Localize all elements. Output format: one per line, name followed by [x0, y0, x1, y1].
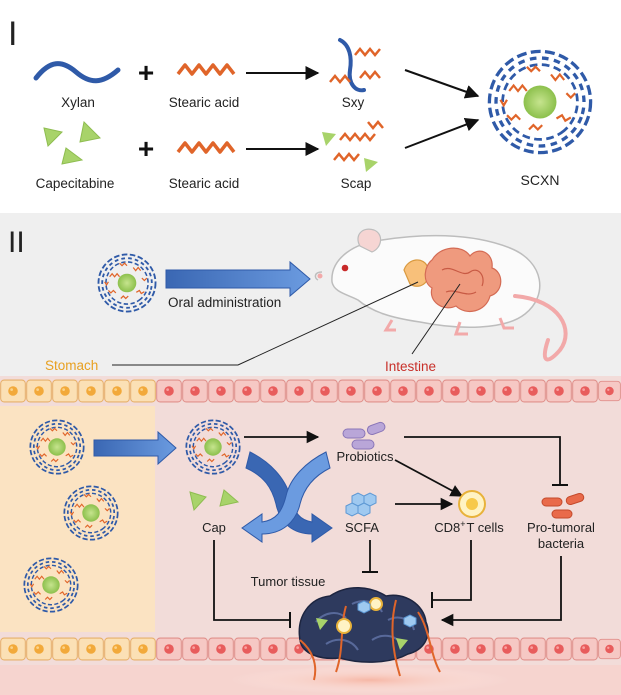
- stearic-acid-label-bottom: Stearic acid: [169, 176, 240, 191]
- pro-tumoral-label-line1: Pro-tumoral: [527, 520, 595, 535]
- sxy-icon: [329, 38, 381, 93]
- transfer-arrow: [93, 430, 177, 466]
- pro-tumoral-label-line2: bacteria: [538, 536, 585, 551]
- probiotics-label: Probiotics: [336, 449, 394, 464]
- xylan-icon: [33, 61, 121, 84]
- scap-label: Scap: [341, 176, 372, 191]
- pro-tumoral-bacteria-icon: [541, 492, 585, 519]
- sxy-label: Sxy: [342, 95, 365, 110]
- intestine-label: Intestine: [385, 359, 436, 374]
- intestine-organ-icon: [424, 247, 502, 313]
- plus-sign-top: +: [138, 57, 154, 88]
- cap-label: Cap: [202, 520, 226, 535]
- stearic-acid-label-top: Stearic acid: [169, 95, 240, 110]
- capecitabine-label: Capecitabine: [36, 176, 115, 191]
- stomach-label: Stomach: [45, 358, 98, 373]
- pro-tumoral-promote-arrow: [440, 556, 562, 627]
- scfa-label: SCFA: [345, 520, 379, 535]
- scap-icon: [322, 120, 384, 172]
- stomach-leader-line: [112, 281, 419, 366]
- panel-two-numeral: II: [8, 226, 25, 259]
- tumor-tissue-label: Tumor tissue: [251, 574, 326, 589]
- scxn-label: SCXN: [521, 172, 560, 188]
- oral-arrow: [165, 260, 311, 298]
- stearic-acid-icon-bottom: [176, 141, 236, 154]
- cd8-t-cell-icon: [458, 490, 486, 518]
- arrow-sxy-to-scxn: [404, 69, 480, 99]
- xylan-label: Xylan: [61, 95, 95, 110]
- tumor-glow: [230, 666, 510, 694]
- panel-one-numeral: I: [8, 15, 17, 53]
- release-arrows: [241, 451, 333, 543]
- probiotics-icon: [342, 421, 386, 450]
- cap-drug-icon: [189, 489, 240, 512]
- panel-one-bg: [0, 0, 621, 205]
- probiotics-inhibit-line: [404, 436, 561, 485]
- cd8-inhibit-line: [432, 540, 472, 601]
- cd8-t-cells-label: CD8+T cells: [434, 519, 504, 535]
- oral-administration-label: Oral administration: [168, 295, 281, 310]
- scfa-icon: [345, 492, 377, 517]
- capecitabine-icon: [43, 120, 102, 165]
- intestine-leader-line: [411, 283, 461, 355]
- mouse-illustration: [314, 228, 568, 362]
- arrow-scap-to-scxn: [404, 117, 480, 149]
- stearic-acid-icon-top: [176, 63, 236, 76]
- plus-sign-bottom: +: [138, 133, 154, 164]
- epithelium-top: [0, 379, 621, 403]
- cap-inhibit-line: [213, 540, 290, 621]
- tumor-tissue-icon: [298, 587, 441, 681]
- arrow-probiotics-to-cd8: [394, 459, 464, 497]
